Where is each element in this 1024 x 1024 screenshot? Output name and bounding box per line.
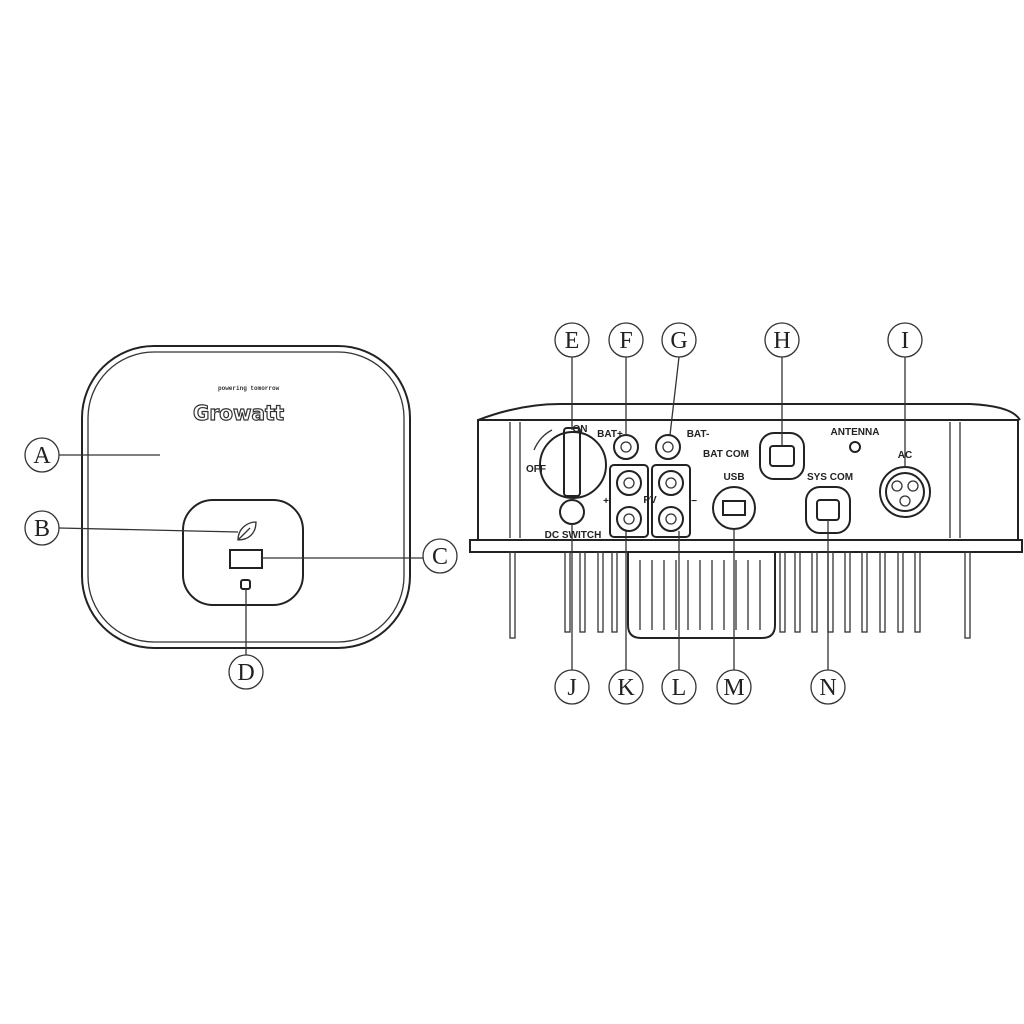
callout-label-d: D bbox=[237, 660, 254, 686]
callout-label-b: B bbox=[34, 516, 50, 542]
callout-circle-i bbox=[887, 322, 923, 358]
callout-labels: A B C D E F G H I J K L M N bbox=[24, 322, 923, 705]
callout-label-n: N bbox=[819, 675, 836, 701]
bat-minus-label: BAT- bbox=[687, 429, 710, 440]
heatsink-fin bbox=[509, 551, 516, 639]
callout-circle-g bbox=[661, 322, 697, 358]
sys-com-label: SYS COM bbox=[807, 472, 853, 483]
callout-circle-b bbox=[24, 510, 60, 546]
svg-text:powering tomorrow: powering tomorrow bbox=[218, 385, 280, 392]
heatsink-fin bbox=[844, 551, 851, 633]
callout-label-a: A bbox=[33, 443, 51, 469]
off-label: OFF bbox=[526, 464, 546, 475]
rotate-arrow-icon bbox=[533, 429, 553, 451]
svg-text:Growatt: Growatt bbox=[193, 401, 285, 425]
usb-port[interactable] bbox=[712, 486, 756, 530]
heatsink-fin bbox=[914, 551, 921, 633]
lcd-display bbox=[229, 549, 263, 569]
callout-circle-j bbox=[554, 669, 590, 705]
fan-housing bbox=[627, 551, 776, 639]
callout-label-e: E bbox=[565, 328, 580, 354]
heatsink-fin bbox=[597, 551, 604, 633]
callout-label-f: F bbox=[619, 328, 632, 354]
usb-label: USB bbox=[723, 472, 744, 483]
heatsink-fin bbox=[564, 551, 571, 633]
inverter-bottom-panel bbox=[477, 419, 1019, 541]
dc-switch[interactable] bbox=[539, 431, 607, 499]
touch-button[interactable] bbox=[240, 579, 251, 590]
pv-plus-terminal-2 bbox=[616, 506, 642, 532]
pv-minus-sign: − bbox=[691, 496, 697, 507]
bottom-view: ON OFF DC SWITCH BAT+ BAT- PV + − BAT CO… bbox=[469, 356, 1023, 670]
antenna-port bbox=[849, 441, 861, 453]
heatsink-fin bbox=[811, 551, 818, 633]
heatsink-fin bbox=[779, 551, 786, 633]
bat-com-label: BAT COM bbox=[703, 449, 749, 460]
heatsink-fin bbox=[611, 551, 618, 633]
dc-switch-gland bbox=[559, 499, 585, 525]
callout-circle-d bbox=[228, 654, 264, 690]
growatt-logo: Growatt powering tomorrow bbox=[192, 385, 285, 426]
ac-connector bbox=[879, 466, 931, 518]
callout-label-h: H bbox=[773, 328, 790, 354]
pv-label: PV bbox=[643, 495, 657, 506]
callout-label-k: K bbox=[617, 675, 635, 701]
antenna-label: ANTENNA bbox=[831, 427, 880, 438]
heatsink-fin bbox=[861, 551, 868, 633]
callout-label-j: J bbox=[567, 675, 576, 701]
heatsink-fin bbox=[964, 551, 971, 639]
display-panel bbox=[182, 499, 304, 606]
callout-label-m: M bbox=[723, 675, 744, 701]
heatsink-fin bbox=[897, 551, 904, 633]
heatsink-fin bbox=[879, 551, 886, 633]
callout-label-l: L bbox=[672, 675, 687, 701]
leaf-icon bbox=[237, 521, 257, 541]
callout-label-i: I bbox=[901, 328, 909, 354]
callout-circle-h bbox=[764, 322, 800, 358]
callout-circle-f bbox=[608, 322, 644, 358]
heatsink-fin bbox=[794, 551, 801, 633]
callout-circle-k bbox=[608, 669, 644, 705]
bat-plus-terminal bbox=[613, 434, 639, 460]
pv-plus-sign: + bbox=[603, 496, 609, 507]
heatsink-fins bbox=[509, 551, 971, 639]
heatsink-fin bbox=[827, 551, 834, 633]
callout-circle-l bbox=[661, 669, 697, 705]
pv-minus-terminal-2 bbox=[658, 506, 684, 532]
bat-plus-label: BAT+ bbox=[597, 429, 623, 440]
pv-minus-terminal-1 bbox=[658, 470, 684, 496]
callout-circle-m bbox=[716, 669, 752, 705]
front-view: Growatt powering tomorrow bbox=[58, 345, 423, 655]
callout-label-c: C bbox=[432, 544, 448, 570]
callout-circle-e bbox=[554, 322, 590, 358]
pv-plus-terminal-1 bbox=[616, 470, 642, 496]
bat-minus-terminal bbox=[655, 434, 681, 460]
dc-switch-label: DC SWITCH bbox=[545, 530, 602, 541]
callout-circle-n bbox=[810, 669, 846, 705]
callout-circle-c bbox=[422, 538, 458, 574]
on-label: ON bbox=[573, 424, 588, 435]
heatsink-fin bbox=[579, 551, 586, 633]
callout-circle-a bbox=[24, 437, 60, 473]
callout-label-g: G bbox=[670, 328, 687, 354]
